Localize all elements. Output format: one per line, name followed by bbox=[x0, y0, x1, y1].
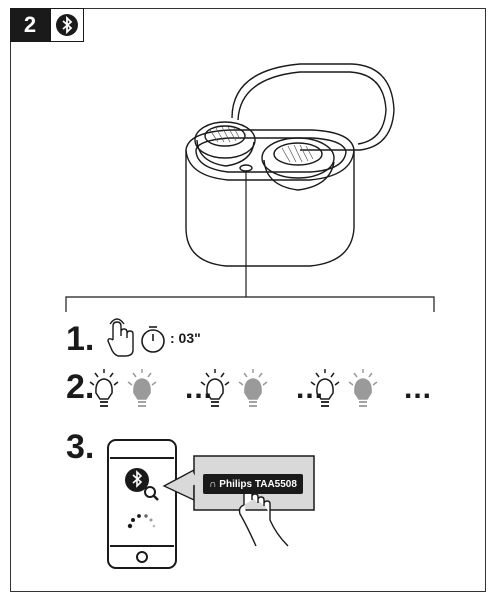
blink-separator-2: ... bbox=[296, 372, 325, 405]
headphones-icon: ∩ bbox=[209, 478, 217, 490]
loading-spinner-icon bbox=[127, 514, 156, 529]
device-list-item[interactable]: ∩ Philips TAA5508 bbox=[203, 474, 303, 494]
step-number: 2 bbox=[10, 8, 50, 42]
bulb-off-icon bbox=[238, 369, 268, 407]
bulb-off-icon bbox=[127, 369, 157, 407]
timer-icon bbox=[141, 326, 165, 353]
bulb-off-icon bbox=[348, 369, 378, 407]
instruction-frame bbox=[10, 8, 486, 592]
step-1-index: 1. bbox=[66, 320, 95, 358]
blink-separator-3: ... bbox=[404, 372, 433, 405]
bulb-on-icon bbox=[89, 369, 119, 407]
blink-separator-1: ... bbox=[185, 372, 214, 405]
bulb-on-icon bbox=[200, 369, 230, 407]
step-3-index: 3. bbox=[66, 428, 95, 466]
step-badge: 2 bbox=[10, 8, 84, 42]
bluetooth-icon bbox=[50, 8, 84, 42]
touch-hand-icon bbox=[107, 318, 134, 357]
bulb-on-icon bbox=[310, 369, 340, 407]
device-name: Philips TAA5508 bbox=[219, 478, 297, 490]
step-2-index: 2. bbox=[66, 368, 95, 406]
bluetooth-search-icon bbox=[125, 468, 159, 501]
phone-icon bbox=[107, 439, 177, 569]
timer-duration: : 03" bbox=[170, 330, 201, 346]
